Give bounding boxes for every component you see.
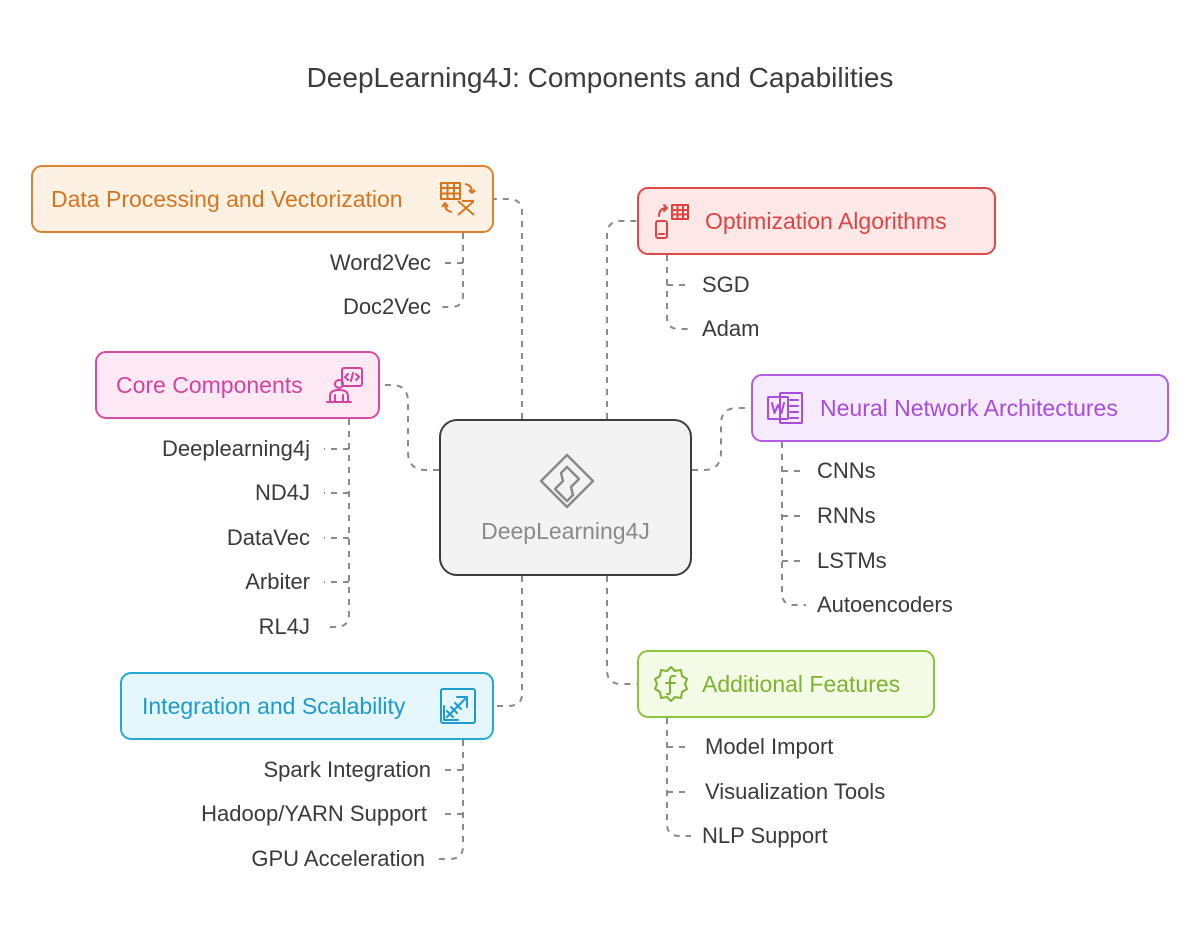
center-node-label: DeepLearning4J bbox=[481, 518, 650, 544]
connector-data-processing bbox=[494, 198, 523, 419]
branch-neural-networks[interactable]: Neural Network Architectures bbox=[751, 374, 1169, 442]
leaf-deeplearning4j: Deeplearning4j bbox=[162, 436, 310, 461]
leaf-word2vec: Word2Vec bbox=[329, 250, 431, 275]
leaf-gpu-acceleration: GPU Acceleration bbox=[251, 846, 425, 871]
branch-neural-networks-label: Neural Network Architectures bbox=[820, 394, 1118, 421]
leaf-nlp-support: NLP Support bbox=[702, 823, 828, 848]
leaf-nd4j: ND4J bbox=[254, 480, 310, 505]
connector-core-components bbox=[380, 384, 439, 471]
leaf-cnns: CNNs bbox=[817, 458, 876, 483]
scale-arrow-icon bbox=[440, 688, 476, 724]
branch-additional-features[interactable]: Additional Features bbox=[637, 650, 935, 718]
branch-additional-features-label: Additional Features bbox=[702, 670, 901, 697]
leaf-visualization-tools: Visualization Tools bbox=[705, 779, 886, 804]
connector-optimization bbox=[606, 220, 637, 419]
branch-integration-label: Integration and Scalability bbox=[142, 692, 406, 719]
developer-code-icon bbox=[326, 367, 363, 403]
branch-optimization-label: Optimization Algorithms bbox=[705, 207, 947, 234]
connector-neural-networks bbox=[692, 407, 751, 471]
branch-optimization[interactable]: Optimization Algorithms bbox=[637, 187, 996, 255]
leaf-doc2vec: Doc2Vec bbox=[342, 294, 431, 319]
leaf-hadoop-yarn-support: Hadoop/YARN Support bbox=[201, 801, 427, 826]
leaf-arbiter: Arbiter bbox=[245, 569, 310, 594]
diagram-title: DeepLearning4J: Components and Capabilit… bbox=[306, 62, 894, 93]
leaf-adam: Adam bbox=[702, 316, 760, 341]
branch-data-processing-label: Data Processing and Vectorization bbox=[51, 185, 403, 212]
diamond-logo-icon bbox=[539, 453, 595, 509]
table-transform-icon bbox=[440, 182, 476, 216]
leaf-rnns: RNNs bbox=[817, 503, 876, 528]
leaf-datavec: DataVec bbox=[226, 525, 310, 550]
branch-core-components[interactable]: Core Components bbox=[95, 351, 380, 419]
leaf-model-import: Model Import bbox=[705, 734, 834, 759]
center-node[interactable]: DeepLearning4J bbox=[439, 419, 692, 576]
leaf-rl4j: RL4J bbox=[258, 614, 310, 639]
function-gear-icon bbox=[654, 666, 688, 702]
connector-additional bbox=[606, 576, 637, 685]
leaf-spark-integration: Spark Integration bbox=[263, 757, 431, 782]
branch-integration[interactable]: Integration and Scalability bbox=[120, 672, 494, 740]
connector-integration bbox=[494, 576, 523, 707]
branch-core-components-label: Core Components bbox=[116, 371, 303, 398]
leaf-sgd: SGD bbox=[702, 272, 750, 297]
word-document-icon bbox=[767, 392, 803, 424]
branch-data-processing[interactable]: Data Processing and Vectorization bbox=[31, 165, 494, 233]
mobile-grid-icon bbox=[655, 204, 689, 239]
leaf-lstms: LSTMs bbox=[817, 548, 887, 573]
leaf-autoencoders: Autoencoders bbox=[817, 592, 953, 617]
